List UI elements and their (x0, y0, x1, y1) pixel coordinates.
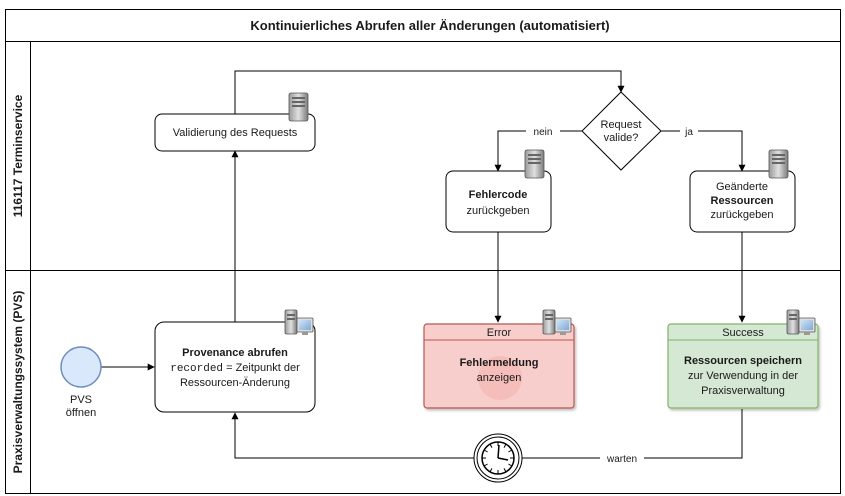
task-validierung[interactable] (154, 113, 316, 152)
task-validierung-label: Validierung des Requests (173, 127, 298, 139)
task-success[interactable] (667, 323, 819, 409)
task-error-line2: anzeigen (477, 372, 522, 384)
task-geaenderte-ressourcen[interactable] (689, 170, 796, 233)
edge-validierung-to-gateway (234, 70, 625, 114)
server-icon (524, 149, 545, 179)
edge-label-nein: nein (534, 127, 553, 138)
task-success-line2: zur Verwendung in der (688, 370, 798, 382)
task-success-header: Success (722, 327, 764, 339)
task-geaenderte-line1: Geänderte (716, 181, 768, 193)
task-provenance-title: Provenance abrufen (182, 347, 288, 359)
provenance-code-recorded: recorded (170, 363, 223, 375)
edge-gateway-ja (661, 130, 746, 172)
start-event[interactable] (60, 346, 102, 388)
edge-label-warten: warten (606, 454, 637, 465)
gateway-label-line2: valide? (604, 132, 639, 144)
task-geaenderte-title: Ressourcen (711, 195, 774, 207)
task-provenance-line3: Ressourcen-Änderung (180, 377, 290, 389)
task-fehlercode-title: Fehlercode (469, 189, 528, 201)
start-event-label-line1: PVS (70, 394, 92, 406)
edge-timer-to-provenance (231, 412, 474, 459)
provenance-line2-rest: = Zeitpunkt der (223, 362, 300, 374)
task-error[interactable] (423, 323, 575, 409)
edge-success-to-timer (522, 409, 743, 459)
pool-title: Kontinuierliches Abrufen aller Änderunge… (250, 18, 609, 33)
task-error-title: Fehlermeldung (460, 357, 539, 369)
gateway-label-line1: Request (601, 119, 642, 131)
edge-label-ja: ja (684, 127, 693, 138)
task-success-line3: Praxisverwaltung (701, 385, 785, 397)
start-event-label-line2: öffnen (66, 407, 96, 419)
task-success-title: Ressourcen speichern (684, 355, 802, 367)
computer-icon (786, 309, 816, 335)
lane-label-terminservice: 116117 Terminservice (11, 94, 25, 217)
gateway-request-valide[interactable] (581, 91, 662, 171)
lane-label-pvs: Praxisverwaltungssystem (PVS) (11, 291, 25, 474)
task-provenance-line2: recorded = Zeitpunkt der (170, 362, 300, 375)
task-fehlercode-line2: zurückgeben (467, 205, 530, 217)
task-fehlercode[interactable] (445, 170, 552, 233)
task-provenance-abrufen[interactable] (154, 321, 316, 413)
computer-icon (542, 309, 572, 335)
clock-icon[interactable] (473, 433, 523, 483)
task-error-header: Error (487, 327, 512, 339)
computer-icon (284, 309, 314, 335)
pool-frame (5, 9, 841, 494)
server-icon (768, 149, 789, 179)
task-geaenderte-line3: zurückgeben (711, 209, 774, 221)
server-icon (288, 92, 309, 122)
